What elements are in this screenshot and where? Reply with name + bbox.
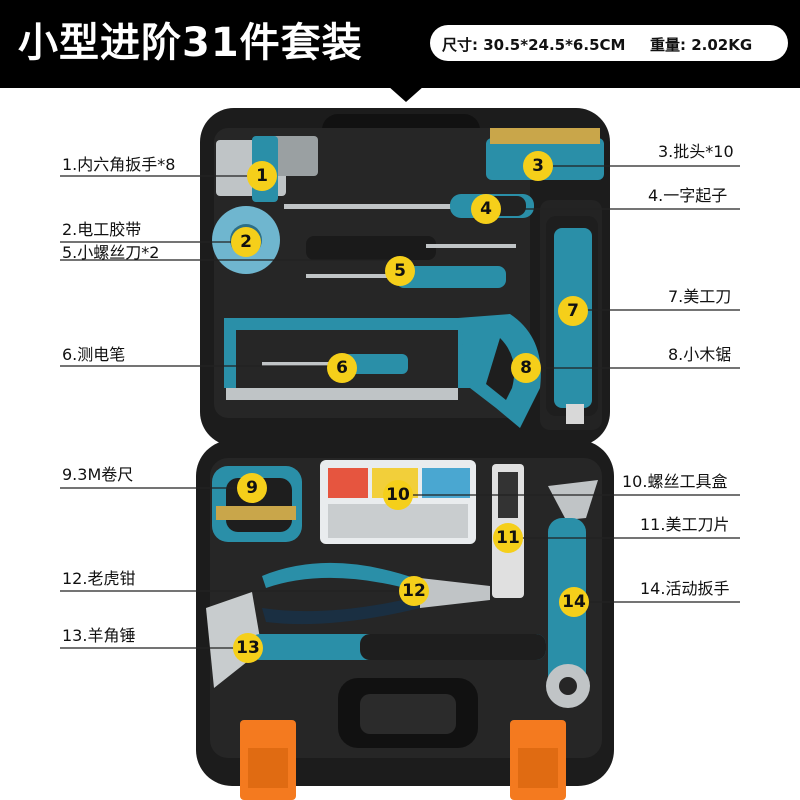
orange-latches <box>240 720 566 800</box>
tape-measure <box>212 466 302 542</box>
spec-pill: 尺寸: 30.5*24.5*6.5CM 重量: 2.02KG <box>430 25 788 61</box>
label-1: 1.内六角扳手*8 <box>62 155 176 174</box>
badge-7: 7 <box>558 296 588 326</box>
badge-12: 12 <box>399 576 429 606</box>
badge-3: 3 <box>523 151 553 181</box>
product-title: 小型进阶31件套装 <box>18 20 363 66</box>
badge-2: 2 <box>231 227 261 257</box>
badge-10: 10 <box>383 480 413 510</box>
badge-13: 13 <box>233 633 263 663</box>
badge-4: 4 <box>471 194 501 224</box>
leader-lines <box>60 165 740 649</box>
badge-11: 11 <box>493 523 523 553</box>
label-14: 14.活动扳手 <box>640 579 730 598</box>
label-3: 3.批头*10 <box>658 142 734 161</box>
label-10: 10.螺丝工具盒 <box>622 472 728 491</box>
size-spec: 尺寸: 30.5*24.5*6.5CM <box>442 36 626 54</box>
label-11: 11.美工刀片 <box>640 515 730 534</box>
label-8: 8.小木锯 <box>668 345 732 364</box>
label-13: 13.羊角锤 <box>62 626 136 645</box>
badge-8: 8 <box>511 353 541 383</box>
badge-6: 6 <box>327 353 357 383</box>
badge-5: 5 <box>385 256 415 286</box>
pliers <box>262 562 490 625</box>
weight-spec: 重量: 2.02KG <box>650 36 753 54</box>
label-7: 7.美工刀 <box>668 287 732 306</box>
badge-14: 14 <box>559 587 589 617</box>
small-screwdrivers <box>306 236 516 288</box>
badge-9: 9 <box>237 473 267 503</box>
label-4: 4.一字起子 <box>648 186 728 205</box>
label-12: 12.老虎钳 <box>62 569 136 588</box>
badge-1: 1 <box>247 161 277 191</box>
banner-pointer <box>388 86 424 102</box>
label-2: 2.电工胶带 <box>62 220 142 239</box>
hacksaw <box>224 314 541 428</box>
label-5: 5.小螺丝刀*2 <box>62 243 160 262</box>
label-9: 9.3M卷尺 <box>62 465 134 484</box>
label-6: 6.测电笔 <box>62 345 126 364</box>
